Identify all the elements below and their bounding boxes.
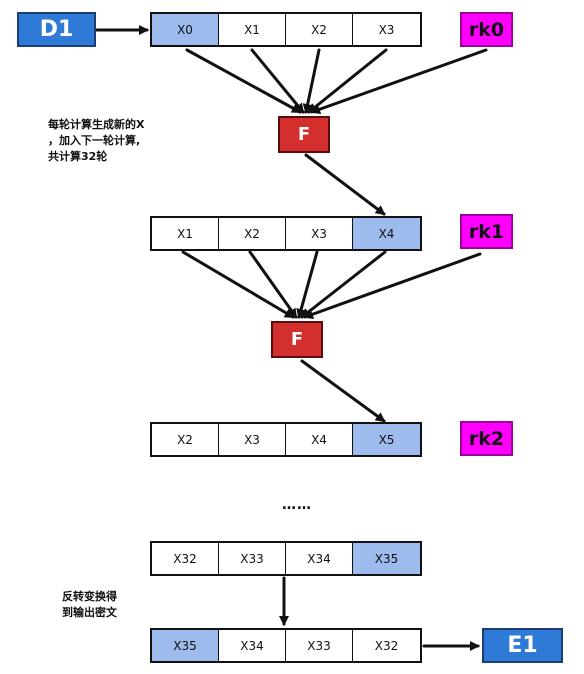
reverse-note-line: 反转变换得 (62, 590, 117, 603)
reverse-note-line: 到输出密文 (62, 606, 117, 619)
round-key-rk0: rk0 (460, 12, 513, 47)
arrow-x0-to-f1 (185, 48, 302, 114)
block-row-reversed: X35 X34 X33 X32 (150, 628, 422, 663)
round-note-line: ，加入下一轮计算, (48, 134, 141, 147)
block-row-1: X1 X2 X3 X4 (150, 216, 422, 251)
block-cell: X4 (353, 218, 420, 249)
block-cell: X0 (152, 14, 219, 45)
block-row-0: X0 X1 X2 X3 (150, 12, 422, 47)
block-row-2: X2 X3 X4 X5 (150, 422, 422, 457)
block-cell: X2 (286, 14, 353, 45)
block-cell: X35 (152, 630, 219, 661)
arrow-x2-to-f2 (248, 250, 298, 319)
ellipsis: …… (282, 497, 312, 513)
block-cell: X1 (152, 218, 219, 249)
block-cell: X34 (286, 543, 353, 574)
block-cell: X32 (374, 638, 399, 653)
arrow-x3-to-f2 (296, 250, 319, 319)
block-cell: X34 (219, 630, 286, 661)
arrow-rk1-to-f2 (303, 252, 482, 319)
reverse-note: 反转变换得 到输出密文 (62, 589, 117, 621)
arrow-x1-to-f2 (181, 250, 295, 319)
arrow-x1-to-f1 (250, 48, 305, 114)
block-cell: X5 (353, 424, 420, 455)
block-cell: X3 (378, 22, 395, 37)
round-note: 每轮计算生成新的X ，加入下一轮计算, 共计算32轮 (48, 117, 144, 165)
round-function-f2: F (271, 321, 323, 358)
block-cell: X32 (152, 543, 219, 574)
round-key-rk1: rk1 (460, 214, 513, 249)
block-cell: X2 (152, 424, 219, 455)
block-cell: X35 (353, 543, 420, 574)
input-d1-box: D1 (17, 12, 96, 47)
block-cell: X2 (219, 218, 286, 249)
block-cell: X3 (219, 424, 286, 455)
block-cell: X33 (286, 630, 353, 661)
round-note-line: 共计算32轮 (48, 150, 108, 163)
block-cell: X33 (219, 543, 286, 574)
arrow-f2-to-x5 (300, 359, 386, 423)
arrow-x3-to-f1 (307, 48, 388, 114)
round-note-line: 每轮计算生成新的X (48, 118, 145, 131)
arrow-rk0-to-f1 (310, 48, 488, 115)
round-key-rk2: rk2 (460, 421, 513, 456)
arrow-f1-to-x4 (304, 153, 386, 216)
round-function-f1: F (278, 116, 330, 153)
output-e1-box: E1 (482, 628, 563, 663)
arrow-x2-to-f1 (302, 48, 321, 114)
arrow-x4-to-f2 (300, 250, 387, 319)
block-row-final: X32 X33 X34 X35 (150, 541, 422, 576)
block-cell: X1 (219, 14, 286, 45)
block-cell: X4 (286, 424, 353, 455)
block-cell: X3 (286, 218, 353, 249)
